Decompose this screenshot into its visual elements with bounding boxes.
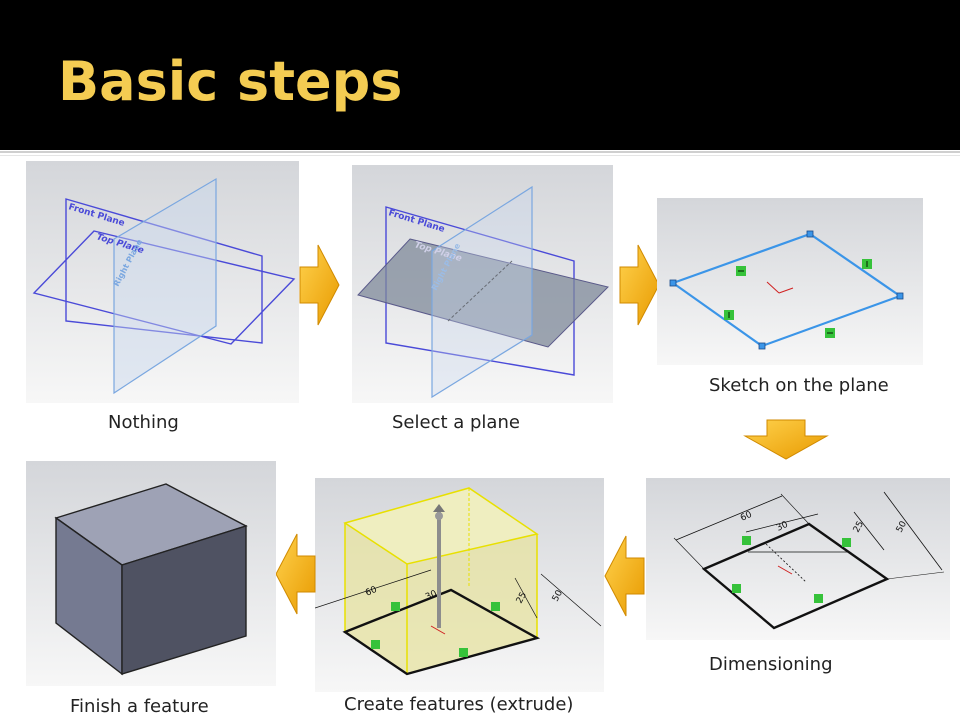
- arrow-down-icon: [743, 419, 829, 460]
- caption-finish: Finish a feature: [70, 696, 209, 717]
- arrow-left-icon: [604, 535, 645, 617]
- sketch-image: [657, 198, 923, 365]
- arrow-right-icon: [299, 244, 340, 326]
- title-divider-thin: [0, 155, 960, 156]
- caption-extrude: Create features (extrude): [344, 694, 574, 715]
- dimension-50: 50: [895, 519, 909, 534]
- caption-sketch: Sketch on the plane: [709, 375, 889, 396]
- title-divider: [0, 151, 960, 153]
- panel-dimensioning: 60 30 25 50: [646, 478, 950, 640]
- panel-extrude: 60 30 25 50: [315, 478, 604, 692]
- finished-box-image: [26, 461, 276, 686]
- panel-finish: [26, 461, 276, 686]
- panel-nothing: Front Plane Top Plane Right Plane: [26, 161, 299, 403]
- dimension-30: 30: [775, 520, 790, 534]
- panel-sketch: [657, 198, 923, 365]
- selected-plane-image: Front Plane Top Plane Right Plane: [352, 165, 613, 403]
- extrude-image: 60 30 25 50: [315, 478, 604, 692]
- caption-dimensioning: Dimensioning: [709, 654, 833, 675]
- dimension-50: 50: [551, 588, 565, 603]
- reference-planes-image: Front Plane Top Plane Right Plane: [26, 161, 299, 403]
- panel-select-plane: Front Plane Top Plane Right Plane: [352, 165, 613, 403]
- dimension-25: 25: [515, 591, 529, 606]
- dimension-25: 25: [852, 520, 866, 535]
- caption-nothing: Nothing: [108, 412, 179, 433]
- dimension-60: 60: [739, 510, 754, 524]
- arrow-right-icon: [619, 244, 660, 326]
- title-bar: Basic steps: [0, 0, 960, 150]
- dimension-60: 60: [364, 585, 379, 599]
- slide-title: Basic steps: [58, 50, 403, 113]
- dimensioning-image: 60 30 25 50: [646, 478, 950, 640]
- dimension-30: 30: [424, 589, 439, 603]
- caption-select-plane: Select a plane: [392, 412, 520, 433]
- arrow-left-icon: [275, 533, 316, 615]
